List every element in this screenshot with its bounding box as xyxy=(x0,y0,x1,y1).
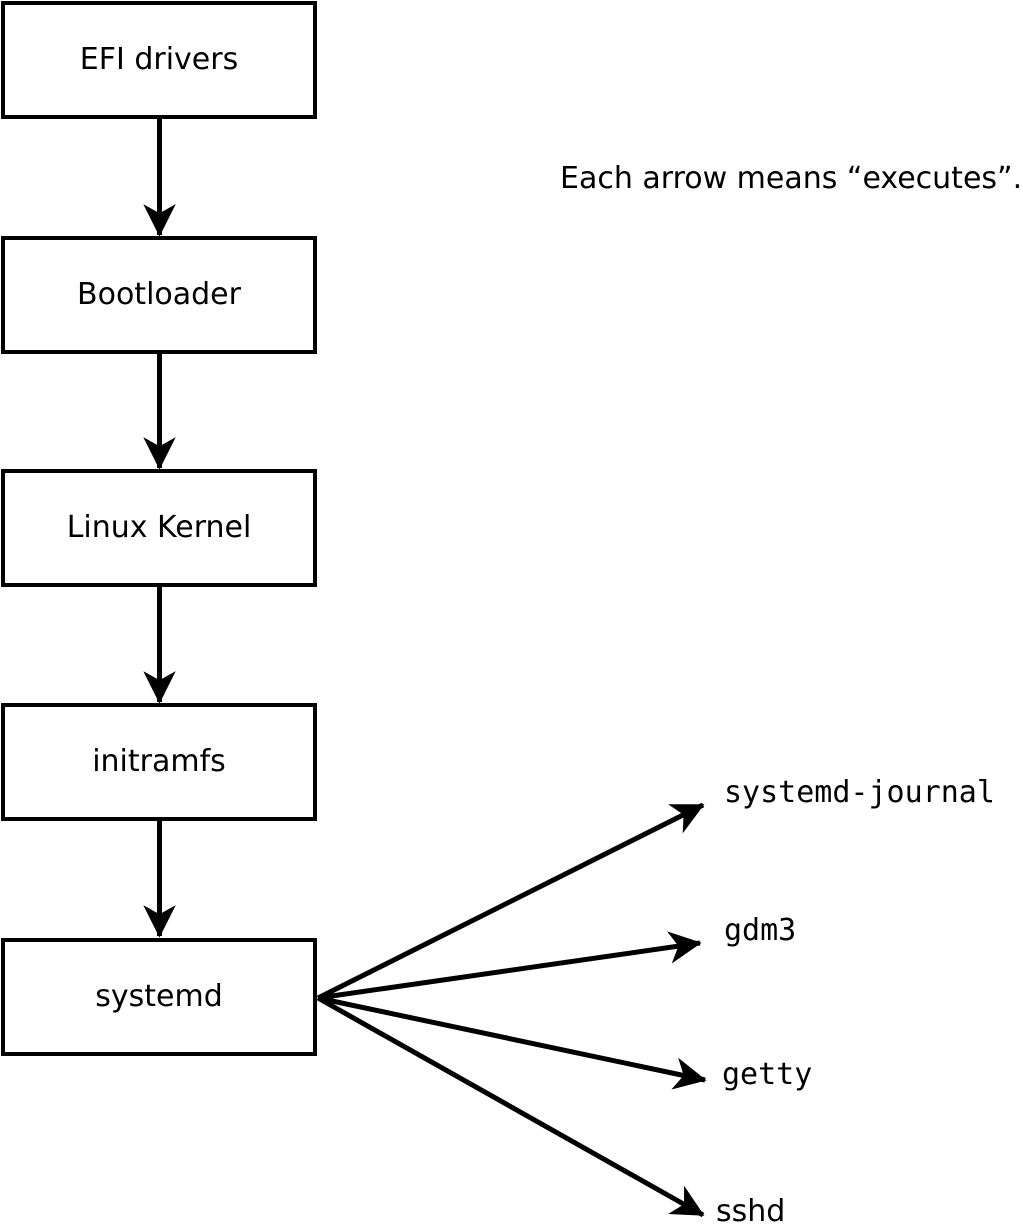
node-systemd: systemd xyxy=(1,938,317,1056)
node-efi-drivers-label: EFI drivers xyxy=(79,42,239,77)
leaf-gdm3: gdm3 xyxy=(724,913,797,948)
edge-systemd-to-gdm3 xyxy=(317,931,702,1001)
node-bootloader: Bootloader xyxy=(1,236,317,354)
node-initramfs: initramfs xyxy=(1,703,317,821)
edge-systemd-to-getty xyxy=(317,995,707,1090)
node-linux-kernel-label: Linux Kernel xyxy=(66,510,252,545)
leaf-getty: getty xyxy=(722,1057,813,1092)
leaf-systemd-journal: systemd-journal xyxy=(724,775,995,810)
node-initramfs-label: initramfs xyxy=(92,744,226,779)
node-bootloader-label: Bootloader xyxy=(77,277,241,312)
diagram-caption: Each arrow means “executes”. xyxy=(560,161,1023,196)
edge-systemd-to-sshd xyxy=(316,995,705,1218)
edge-systemd-to-journal xyxy=(316,802,705,1001)
leaf-sshd: sshd xyxy=(716,1194,786,1229)
node-systemd-label: systemd xyxy=(95,979,223,1014)
node-linux-kernel: Linux Kernel xyxy=(1,469,317,587)
node-efi-drivers: EFI drivers xyxy=(1,1,317,119)
